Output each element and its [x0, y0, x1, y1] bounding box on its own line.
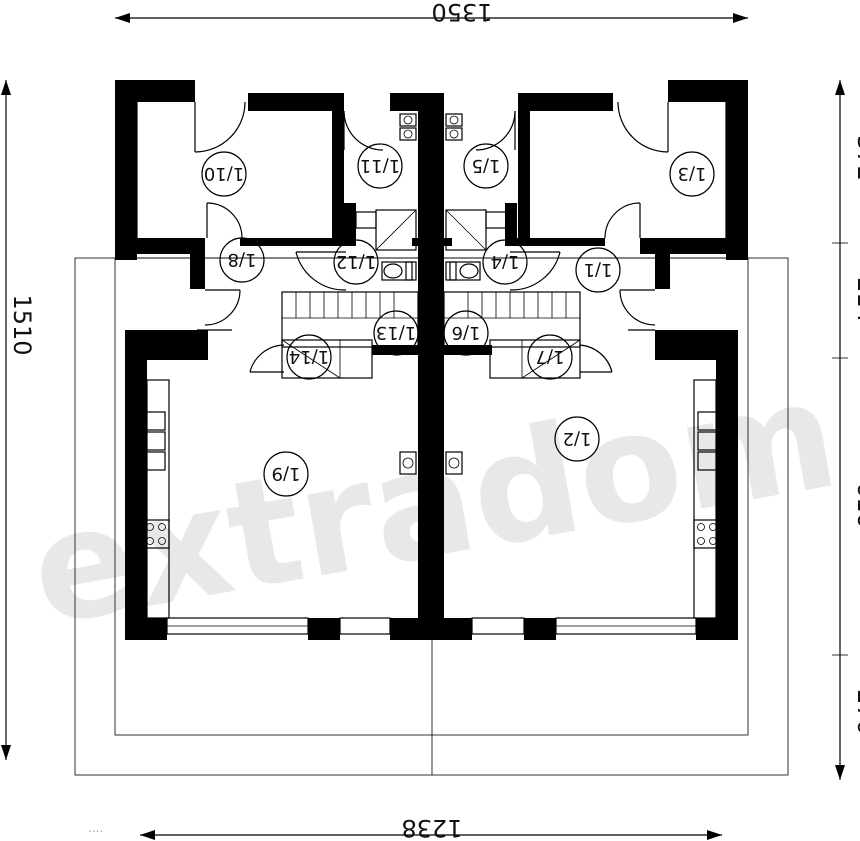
room-label-1-3: 1/3	[669, 151, 715, 197]
room-label-1-8: 1/8	[219, 237, 265, 283]
room-number: 1/10	[204, 163, 244, 184]
room-label-1-10: 1/10	[201, 151, 247, 197]
stairs-left	[281, 291, 419, 379]
room-label-1-12: 1/12	[333, 239, 379, 285]
room-label-1-6: 1/6	[443, 310, 489, 356]
room-number: 1/8	[228, 249, 257, 270]
dim-right-label-2: 214	[852, 277, 860, 323]
room-number: 1/13	[376, 322, 416, 343]
room-label-1-11: 1/11	[357, 143, 403, 189]
room-number: 1/4	[491, 251, 520, 272]
room-number: 1/5	[472, 155, 501, 176]
kitchen-fixtures-left	[142, 411, 170, 549]
dimension-left: 1510	[1, 80, 36, 760]
kitchen-fixtures-right	[693, 411, 721, 549]
room-label-1-13: 1/13	[373, 310, 419, 356]
room-number: 1/6	[452, 322, 481, 343]
doors	[194, 101, 669, 373]
dimension-bottom: 1238	[140, 814, 722, 841]
room-label-1-5: 1/5	[463, 143, 509, 189]
dim-right-label-3: 616	[852, 482, 860, 528]
room-number: 1/12	[336, 251, 376, 272]
room-number: 1/2	[563, 428, 592, 449]
windows-side	[136, 102, 727, 619]
room-label-1-14: 1/14	[286, 334, 332, 380]
windows-bottom	[166, 617, 697, 635]
bathroom-fixtures-right	[445, 209, 507, 281]
room-number: 1/7	[536, 346, 565, 367]
room-label-1-1: 1/1	[575, 247, 621, 293]
footer-mark: ....	[88, 821, 103, 835]
dimension-right: 372 214 616 270	[832, 80, 860, 780]
room-label-1-4: 1/4	[482, 239, 528, 285]
room-number: 1/1	[584, 259, 613, 280]
room-number: 1/9	[272, 463, 301, 484]
dim-right-label-1: 372	[852, 135, 860, 181]
room-label-1-2: 1/2	[554, 416, 600, 462]
dimension-top: 1350	[115, 0, 748, 26]
appliance-symbols	[399, 113, 463, 475]
bathroom-fixtures-left	[355, 209, 417, 281]
walls	[115, 80, 748, 640]
room-label-1-7: 1/7	[527, 334, 573, 380]
room-number: 1/11	[360, 155, 400, 176]
room-number: 1/3	[678, 163, 707, 184]
room-number: 1/14	[289, 346, 329, 367]
dim-top-label: 1350	[431, 0, 492, 26]
room-label-1-9: 1/9	[263, 451, 309, 497]
stairs-right	[443, 291, 581, 379]
dim-bottom-label: 1238	[401, 814, 462, 841]
dim-right-label-4: 270	[852, 689, 860, 735]
dim-left-label: 1510	[8, 294, 36, 355]
